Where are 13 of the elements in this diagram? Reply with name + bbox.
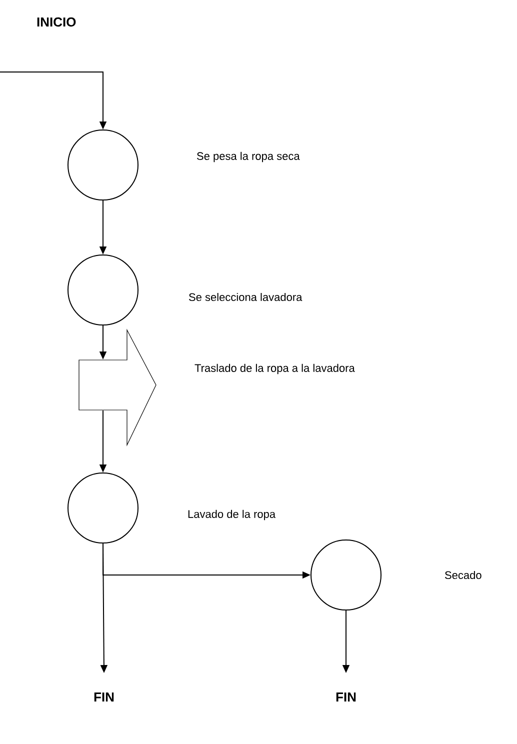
operation-circle bbox=[68, 254, 138, 326]
operation-circle bbox=[310, 540, 382, 610]
step-label: Se pesa la ropa seca bbox=[197, 152, 300, 162]
end-label: FIN bbox=[336, 692, 356, 702]
step-label: Se selecciona lavadora bbox=[189, 292, 302, 302]
start-label: INICIO bbox=[37, 17, 76, 27]
end-label: FIN bbox=[94, 692, 114, 702]
step-label: Lavado de la ropa bbox=[188, 510, 276, 520]
operation-circle bbox=[68, 130, 138, 200]
transport-symbol bbox=[78, 328, 156, 446]
step-label: Secado bbox=[445, 570, 482, 580]
step-label: Traslado de la ropa a la lavadora bbox=[194, 364, 355, 374]
operation-circle bbox=[68, 472, 138, 544]
